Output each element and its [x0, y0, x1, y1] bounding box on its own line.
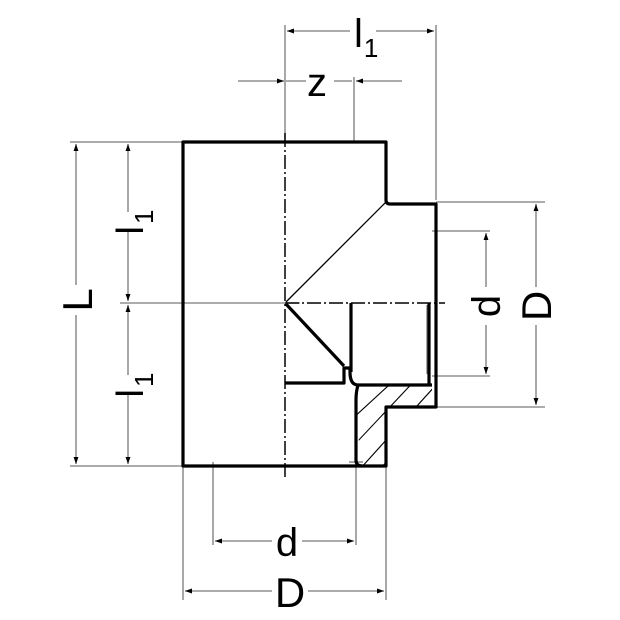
label-z: z — [307, 61, 327, 105]
label-left-lower-l1: l1 — [110, 373, 159, 398]
dimension-lines — [70, 25, 545, 600]
dimension-arrows — [73, 28, 539, 594]
label-L: L — [54, 288, 101, 311]
label-bottom-D: D — [275, 569, 305, 616]
thin-diagonal — [285, 201, 387, 303]
label-top-l1: l1 — [354, 12, 378, 63]
center-lines — [284, 133, 445, 478]
labels: l1 z L l1 l1 d D d D — [54, 12, 560, 616]
label-bottom-d: d — [276, 521, 298, 565]
label-right-D: D — [513, 291, 560, 321]
label-left-upper-l1: l1 — [110, 210, 159, 235]
fitting-outline — [181, 140, 438, 468]
label-right-d: d — [465, 295, 509, 317]
